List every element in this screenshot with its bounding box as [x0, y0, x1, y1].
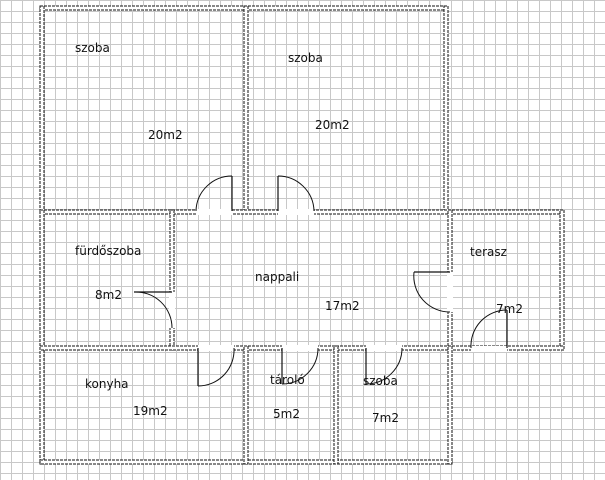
doors	[133, 175, 508, 387]
door-swing-arc	[197, 347, 235, 387]
door-swing-arc	[195, 175, 233, 212]
room-szoba-3: szoba 7m2	[363, 374, 399, 425]
room-szoba-2: szoba 20m2	[288, 51, 350, 132]
room-furdoszoba: fürdőszoba 8m2	[75, 244, 141, 302]
door-swing-arc	[470, 309, 508, 349]
door-swing-arc	[277, 175, 315, 212]
wall-segment	[559, 209, 565, 351]
room-area: 5m2	[273, 407, 300, 421]
door-opening	[196, 209, 232, 215]
room-area: 8m2	[95, 288, 122, 302]
door-opening	[278, 209, 314, 215]
room-area: 20m2	[148, 128, 183, 142]
door-swing-arc	[281, 347, 319, 385]
room-label: szoba	[75, 41, 110, 55]
room-label: konyha	[85, 377, 129, 391]
wall-segment	[333, 345, 339, 465]
door-opening	[366, 345, 402, 351]
room-nappali: nappali 17m2	[255, 270, 360, 313]
room-area: 7m2	[496, 302, 523, 316]
room-tarolo: tároló 5m2	[270, 373, 305, 421]
room-area: 7m2	[372, 411, 399, 425]
door-swing-arc	[133, 291, 173, 329]
wall-segment	[443, 5, 449, 214]
room-terasz: terasz 7m2	[470, 245, 523, 316]
room-label: nappali	[255, 270, 299, 284]
wall-segment	[39, 209, 453, 215]
wall-segment	[243, 5, 249, 214]
room-label: szoba	[288, 51, 323, 65]
wall-segment	[447, 345, 453, 465]
wall-segment	[39, 209, 45, 465]
room-konyha: konyha 19m2	[85, 377, 168, 418]
room-area: 17m2	[325, 299, 360, 313]
room-area: 19m2	[133, 404, 168, 418]
wall-segment	[243, 345, 249, 465]
walls	[39, 5, 565, 465]
room-area: 20m2	[315, 118, 350, 132]
door-swing-arc	[413, 271, 451, 313]
door-opening	[169, 292, 175, 328]
door-swing-arc	[365, 347, 403, 385]
door-opening	[471, 346, 507, 352]
door-opening	[447, 272, 453, 312]
wall-segment	[447, 209, 565, 215]
room-szoba-1: szoba 20m2	[75, 41, 183, 142]
room-label: terasz	[470, 245, 507, 259]
door-opening	[198, 345, 234, 351]
room-label: szoba	[363, 374, 398, 388]
door-opening	[282, 345, 318, 351]
wall-segment	[39, 5, 45, 214]
room-label: tároló	[270, 373, 305, 387]
wall-segment	[169, 209, 175, 351]
room-label: fürdőszoba	[75, 244, 141, 258]
